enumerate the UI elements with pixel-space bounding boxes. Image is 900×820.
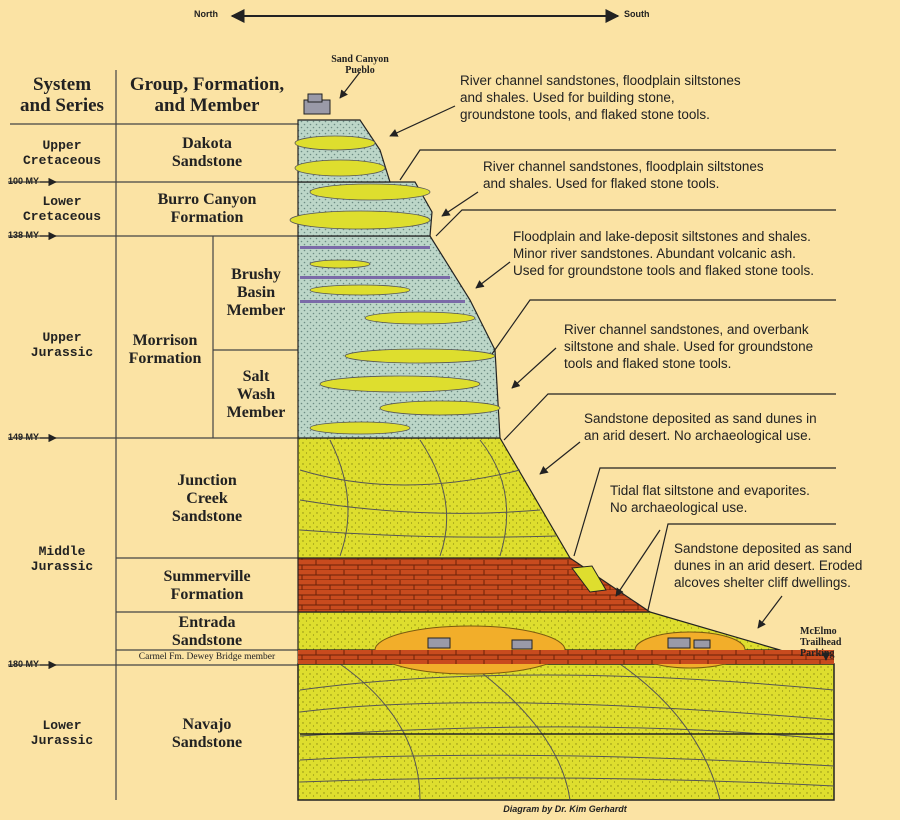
diagram-credit: Diagram by Dr. Kim Gerhardt [503, 804, 627, 814]
formation-carmel: Carmel Fm. Dewey Bridge member [138, 652, 276, 662]
age-180: 180 MY [8, 659, 40, 669]
description-dakota: River channel sandstones, floodplain sil… [460, 73, 741, 122]
age-100: 100 MY [8, 176, 40, 186]
age-ticks [40, 177, 57, 670]
description-summerville: Tidal flat siltstone and evaporites.No a… [610, 483, 810, 515]
north-label: North [194, 9, 218, 19]
header-group: Group, Formation,and Member [129, 74, 285, 116]
description-brushy-basin: Floodplain and lake-deposit siltstones a… [513, 229, 814, 278]
cliff-profile [289, 93, 835, 801]
age-149: 149 MY [8, 432, 40, 442]
age-138: 138 MY [8, 230, 40, 240]
leader-lines [339, 71, 836, 661]
table-frame [8, 70, 298, 800]
south-label: South [624, 9, 650, 19]
description-burro-canyon: River channel sandstones, floodplain sil… [483, 159, 764, 191]
